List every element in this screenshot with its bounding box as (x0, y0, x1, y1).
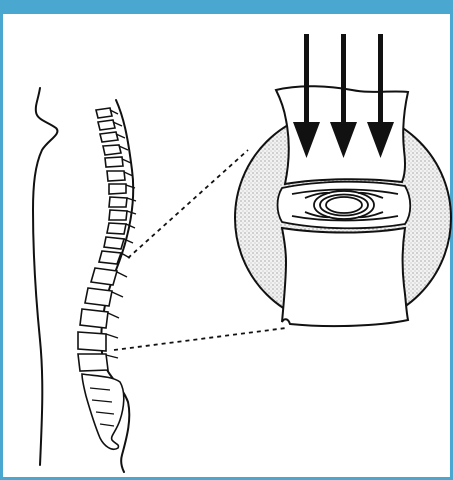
magnified-inset (235, 34, 451, 326)
intervertebral-disc (278, 182, 411, 229)
compression-arrows (293, 34, 394, 158)
lower-vertebra (282, 228, 408, 326)
